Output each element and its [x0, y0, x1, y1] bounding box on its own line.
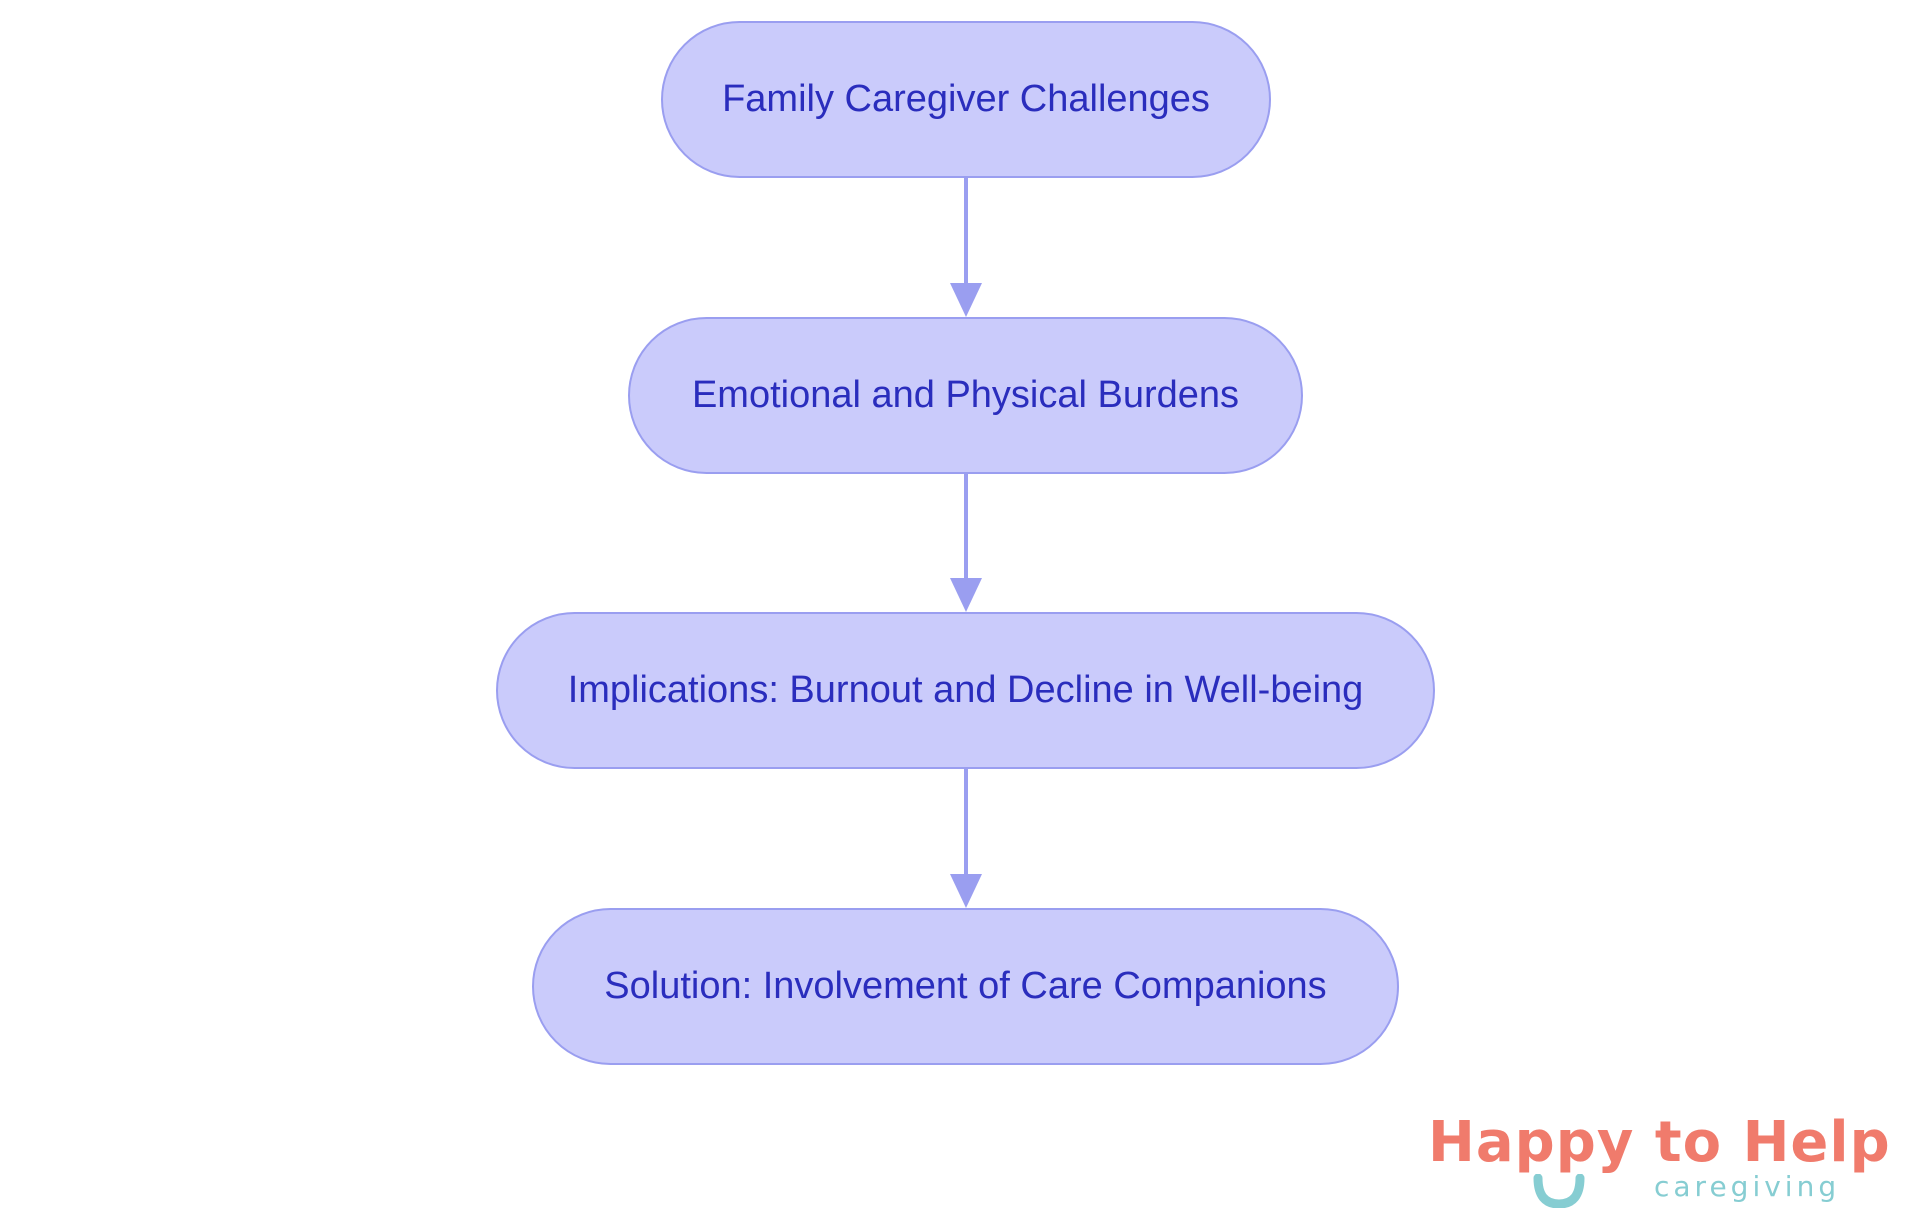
node-label: Emotional and Physical Burdens — [691, 374, 1240, 416]
logo-main-text: Happy to Help — [1428, 1110, 1891, 1175]
happy-to-help-logo: Happy to Help caregiving — [1420, 1110, 1890, 1210]
node-label: Solution: Involvement of Care Companions — [604, 965, 1327, 1007]
edge-node1-node2 — [950, 178, 982, 317]
node-emotional-physical-burdens: Emotional and Physical Burdens — [628, 317, 1303, 474]
node-implications-burnout: Implications: Burnout and Decline in Wel… — [496, 612, 1435, 769]
node-solution-care-companions: Solution: Involvement of Care Companions — [532, 908, 1399, 1065]
logo-sub-text: caregiving — [1654, 1170, 1841, 1203]
node-label: Implications: Burnout and Decline in Wel… — [567, 669, 1364, 711]
node-family-caregiver-challenges: Family Caregiver Challenges — [661, 21, 1271, 178]
node-label: Family Caregiver Challenges — [722, 78, 1210, 120]
smile-icon — [1533, 1174, 1585, 1208]
edge-node2-node3 — [950, 474, 982, 612]
edge-node3-node4 — [950, 769, 982, 908]
